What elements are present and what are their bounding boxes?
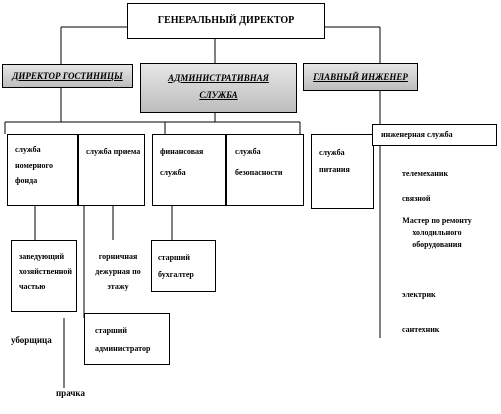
engineering-service-node: инженерная служба [372, 124, 497, 146]
housekeeping-manager-node: заведующий хозяйственной частью [11, 240, 77, 312]
security-service-node: служба безопасности [226, 134, 304, 206]
finance-service-label: финансовая служба [160, 147, 204, 177]
room-fund-service-node: служба номерного фонда [7, 134, 78, 206]
admin-service-node: АДМИНИСТРАТИВНАЯ СЛУЖБА [140, 63, 297, 113]
signalman-label: связной [402, 194, 431, 203]
cleaner-label: уборщица [11, 335, 52, 345]
floor-maid-label: горничная дежурная по этажу [95, 252, 141, 292]
laundress-label: прачка [56, 388, 85, 398]
chief-engineer-label: ГЛАВНЫЙ ИНЖЕНЕР [313, 72, 408, 82]
engineering-service-label: инженерная служба [381, 130, 453, 139]
security-service-label: служба безопасности [235, 147, 283, 177]
finance-service-node: финансовая служба [152, 134, 226, 206]
plumber-label: сантехник [402, 325, 440, 334]
chief-engineer-node: ГЛАВНЫЙ ИНЖЕНЕР [303, 63, 418, 91]
fridge-master-label: Мастер по ремонту холодильного оборудова… [402, 216, 472, 249]
room-fund-service-label: служба номерного фонда [15, 145, 53, 186]
electrician-label: электрик [402, 290, 436, 299]
catering-service-label: служба питания [319, 148, 350, 174]
general-director-node: ГЕНЕРАЛЬНЫЙ ДИРЕКТОР [127, 3, 325, 39]
reception-service-node: служба приема [78, 134, 145, 206]
admin-service-label: АДМИНИСТРАТИВНАЯ СЛУЖБА [168, 73, 269, 101]
senior-accountant-label: старший бухгалтер [158, 253, 194, 279]
reception-service-label: служба приема [86, 147, 141, 156]
senior-accountant-node: старший бухгалтер [151, 240, 216, 292]
catering-service-node: служба питания [311, 134, 374, 209]
senior-admin-label: старший администратор [95, 326, 151, 354]
hotel-director-label: ДИРЕКТОР ГОСТИНИЦЫ [12, 71, 123, 81]
senior-admin-node: старший администратор [84, 313, 170, 365]
hotel-director-node: ДИРЕКТОР ГОСТИНИЦЫ [2, 64, 133, 88]
telemechanic-label: телемеханик [402, 169, 449, 178]
housekeeping-manager-label: заведующий хозяйственной частью [19, 252, 73, 292]
general-director-label: ГЕНЕРАЛЬНЫЙ ДИРЕКТОР [157, 15, 295, 26]
